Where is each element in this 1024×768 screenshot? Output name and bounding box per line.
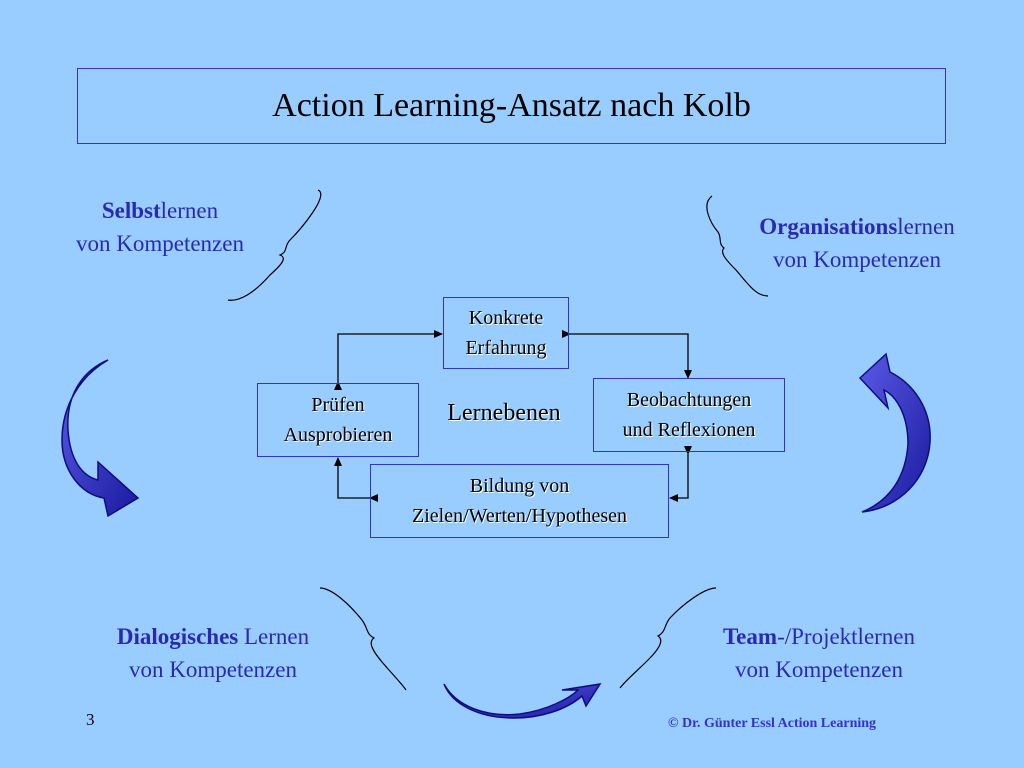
corner-bottom-right: Team-/Projektlernen von Kompetenzen: [692, 620, 946, 686]
curved-arrow-left-icon: [61, 359, 140, 518]
corner-top-left-bold: Selbst: [101, 198, 161, 223]
corner-bottom-left-bold: Dialogisches: [116, 624, 239, 649]
title-box: Action Learning-Ansatz nach Kolb: [77, 68, 946, 144]
connector-top-right: [562, 330, 692, 379]
node-top-line1: Konkrete: [468, 307, 544, 329]
corner-bottom-left: Dialogisches Lernen von Kompetenzen: [90, 620, 336, 686]
corner-bottom-left-line2: von Kompetenzen: [129, 657, 297, 682]
node-right-line2: und Reflexionen: [622, 419, 756, 441]
corner-top-right-bold: Organisations: [759, 214, 898, 239]
corner-top-left: Selbstlernen von Kompetenzen: [40, 194, 280, 260]
brace-top-left: [227, 189, 322, 301]
corner-top-right: Organisationslernen von Kompetenzen: [734, 210, 980, 276]
connector-left-top: [334, 330, 443, 390]
brace-top-right: [706, 195, 769, 297]
corner-top-right-line2: von Kompetenzen: [773, 247, 941, 272]
corner-bottom-left-rest: Lernen: [238, 624, 310, 649]
node-bottom-line1: Bildung von: [469, 475, 570, 497]
page-title: Action Learning-Ansatz nach Kolb: [272, 87, 751, 124]
node-top-line2: Erfahrung: [465, 337, 547, 359]
corner-top-left-line2: von Kompetenzen: [76, 231, 244, 256]
node-konkrete-erfahrung: Konkrete Erfahrung: [443, 297, 569, 369]
curved-arrow-bottom-icon: [443, 682, 602, 719]
connector-right-bottom: [669, 446, 692, 502]
node-right-line1: Beobachtungen: [626, 389, 752, 411]
corner-bottom-right-line2: von Kompetenzen: [735, 657, 903, 682]
node-beobachtungen: Beobachtungen und Reflexionen: [593, 378, 785, 452]
footer-credit: © Dr. Günter Essl Action Learning: [668, 716, 877, 731]
corner-bottom-right-bold: Team: [722, 624, 778, 649]
page-number: 3: [86, 710, 95, 729]
connector-bottom-left: [334, 457, 378, 502]
center-label: Lernebenen: [447, 400, 561, 426]
node-left-line2: Ausprobieren: [283, 424, 393, 446]
corner-top-right-rest: lernen: [897, 214, 955, 239]
brace-bottom-right: [619, 587, 717, 689]
corner-top-left-rest: lernen: [160, 198, 219, 223]
corner-bottom-right-rest: -/Projektlernen: [777, 624, 916, 649]
node-pruefen: Prüfen Ausprobieren: [257, 383, 419, 457]
node-bildung: Bildung von Zielen/Werten/Hypothesen: [370, 464, 669, 538]
brace-bottom-left: [319, 587, 407, 691]
node-left-line1: Prüfen: [311, 394, 365, 416]
node-bottom-line2: Zielen/Werten/Hypothesen: [412, 505, 627, 527]
curved-arrow-right-icon: [858, 352, 931, 513]
